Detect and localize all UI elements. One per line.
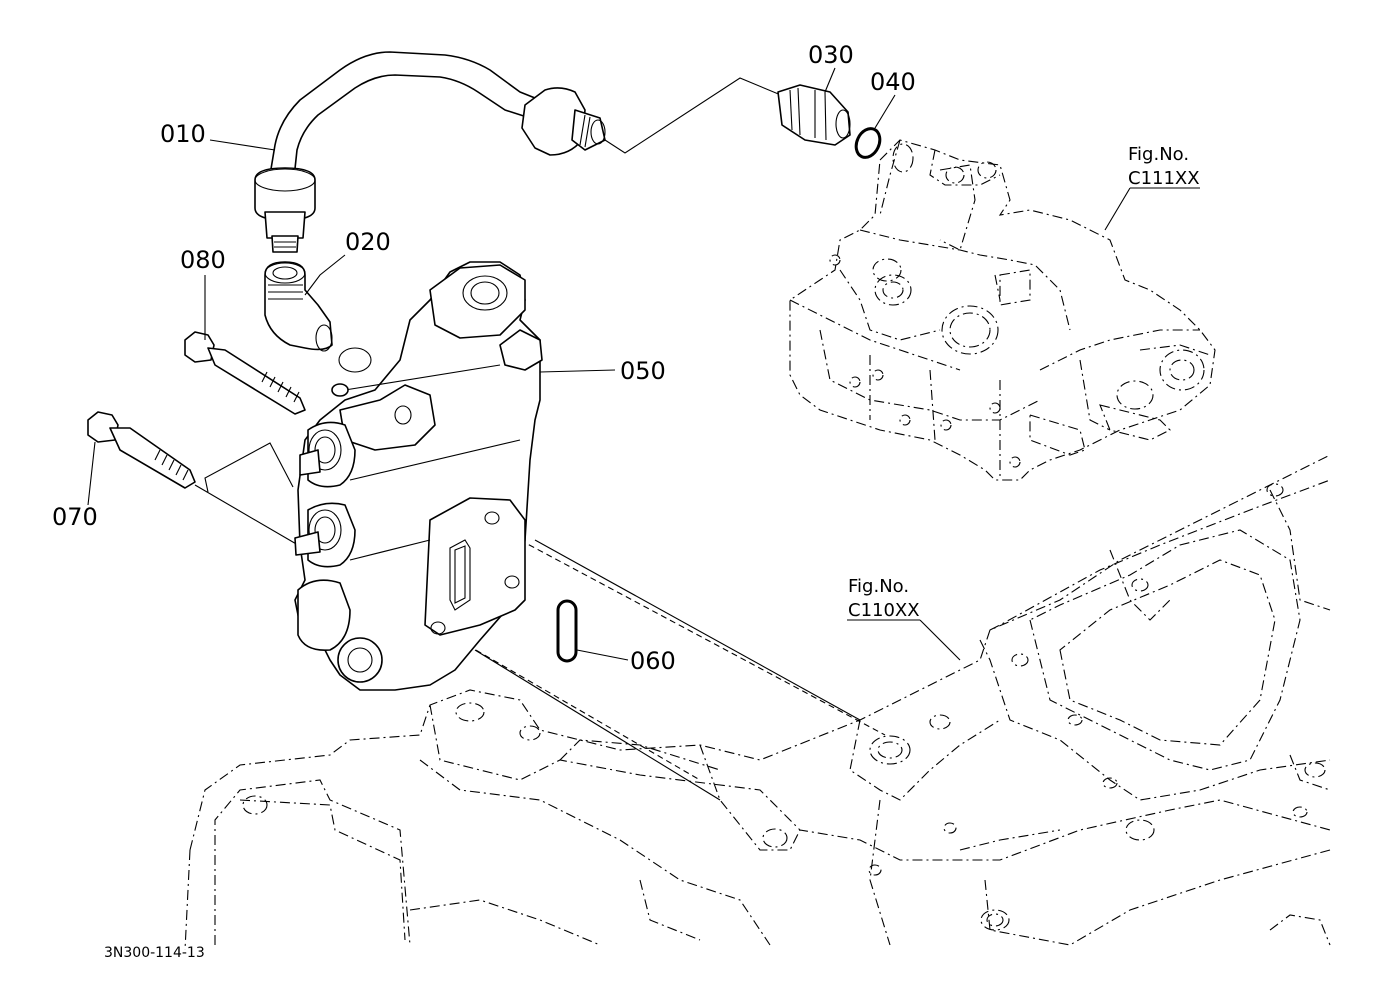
drawing-code: 3N300-114-13 <box>104 945 205 961</box>
part-040-o-ring <box>854 127 882 159</box>
fig-ref-c110-line2: C110XX <box>848 600 920 621</box>
valve-assembly-reference <box>789 139 1216 481</box>
label-010: 010 <box>160 120 206 148</box>
part-060-gasket <box>556 599 578 663</box>
fig-ref-c111-line2: C111XX <box>1128 168 1200 189</box>
label-040: 040 <box>870 68 916 96</box>
label-060: 060 <box>630 647 676 675</box>
label-050: 050 <box>620 357 666 385</box>
part-labels: 010 020 030 040 050 060 070 080 <box>52 41 916 675</box>
part-050-control-valve <box>294 261 543 691</box>
fig-ref-c110-line1: Fig.No. <box>848 576 909 597</box>
part-030-connector <box>777 84 851 146</box>
part-020-elbow <box>264 261 333 352</box>
part-080-bolt <box>184 331 306 415</box>
leader-lines <box>87 67 1200 661</box>
label-070: 070 <box>52 503 98 531</box>
figure-references: Fig.No. C111XX Fig.No. C110XX <box>848 144 1200 621</box>
fig-ref-c111-line1: Fig.No. <box>1128 144 1189 165</box>
part-010-pipe <box>254 51 606 253</box>
label-020: 020 <box>345 228 391 256</box>
part-070-bolt <box>87 411 196 489</box>
label-080: 080 <box>180 246 226 274</box>
transmission-housing <box>184 454 1331 951</box>
label-030: 030 <box>808 41 854 69</box>
